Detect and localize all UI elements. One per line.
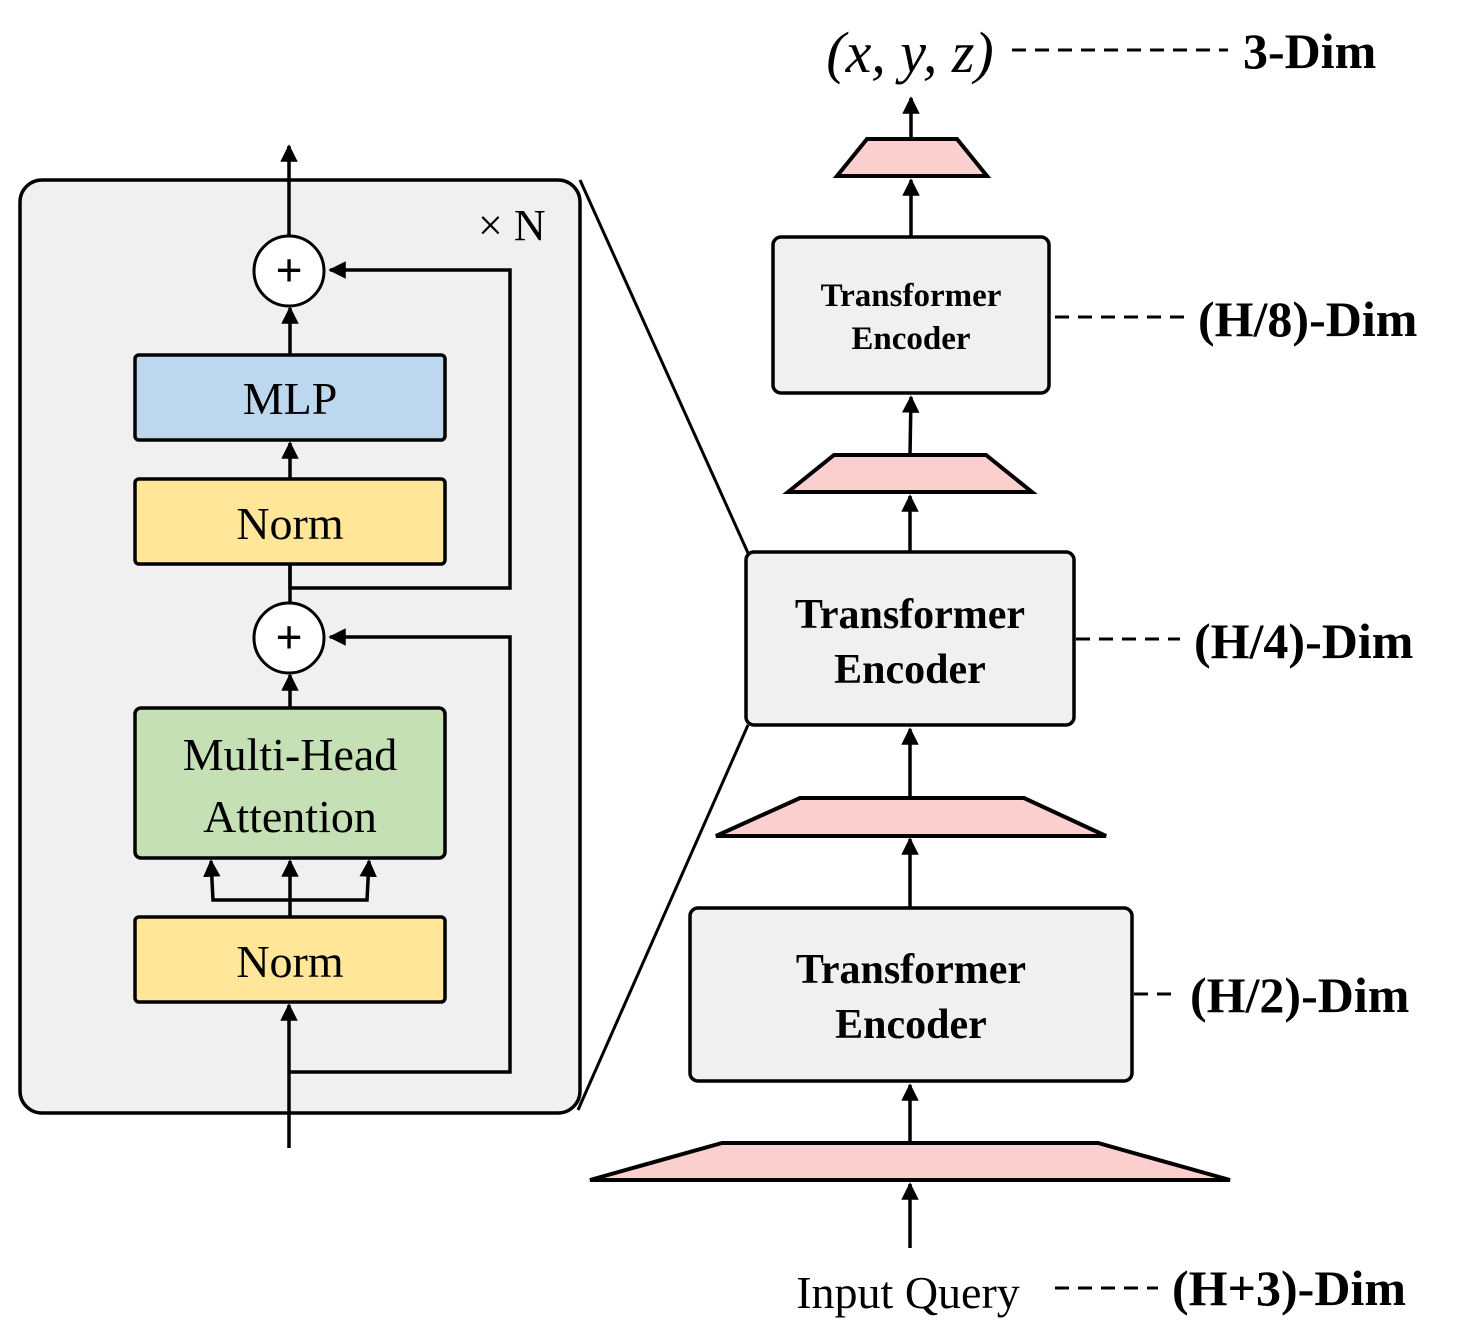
encoder-3-dim-label: (H/8)-Dim: [1198, 291, 1417, 347]
proj3-to-enc3-arrow: [901, 395, 920, 456]
projection-layer-3: [782, 453, 1038, 494]
residual-connection-bottom: [289, 628, 512, 1074]
encoder-1-line2: Encoder: [835, 1002, 987, 1048]
projection-layer-1: [589, 1141, 1231, 1182]
transformer-encoder-2: [744, 550, 1076, 727]
norm-label-top: Norm: [236, 498, 344, 549]
norm-block-bottom: [133, 915, 447, 1004]
qkv-branch-left: [203, 859, 290, 902]
encoder-3-line2: Encoder: [851, 321, 970, 357]
norm-label-bottom: Norm: [236, 936, 344, 987]
repeat-label: × N: [478, 201, 546, 250]
encoder-block-detail: × N + MLP Norm + Multi-Head Attention No…: [18, 144, 582, 1148]
add-symbol-top: +: [275, 244, 302, 297]
projection-layer-2: [715, 796, 1107, 838]
mlp-block: [133, 353, 447, 442]
pipeline: Input Query (H+3)-Dim Transformer Encode…: [589, 20, 1417, 1318]
zoom-connector-bottom: [576, 724, 750, 1111]
zoom-connector-top: [578, 179, 750, 554]
mlp-label: MLP: [243, 373, 338, 424]
add-node-top: [252, 234, 326, 308]
output-coordinates-label: (x, y, z): [826, 20, 994, 85]
input-dim-label: (H+3)-Dim: [1172, 1260, 1406, 1316]
encoder-1-line1: Transformer: [796, 947, 1026, 993]
attention-label-line2: Attention: [203, 791, 377, 842]
encoder-2-line1: Transformer: [795, 592, 1025, 638]
add-node-mid: [252, 601, 326, 675]
encoder-2-dim-label: (H/4)-Dim: [1194, 613, 1413, 669]
projection-layer-4: [832, 137, 992, 178]
qkv-branch-right: [290, 859, 377, 902]
attention-block: [133, 706, 447, 860]
output-dim-label: 3-Dim: [1243, 23, 1376, 79]
input-query-label: Input Query: [796, 1267, 1020, 1318]
transformer-encoder-1: [688, 906, 1134, 1083]
encoder-1-dim-label: (H/2)-Dim: [1190, 967, 1409, 1023]
encoder-2-line2: Encoder: [834, 647, 986, 693]
transformer-encoder-3: [771, 235, 1051, 395]
add-symbol-mid: +: [275, 611, 302, 664]
encoder-3-line1: Transformer: [821, 278, 1002, 314]
attention-label-line1: Multi-Head: [183, 729, 398, 780]
